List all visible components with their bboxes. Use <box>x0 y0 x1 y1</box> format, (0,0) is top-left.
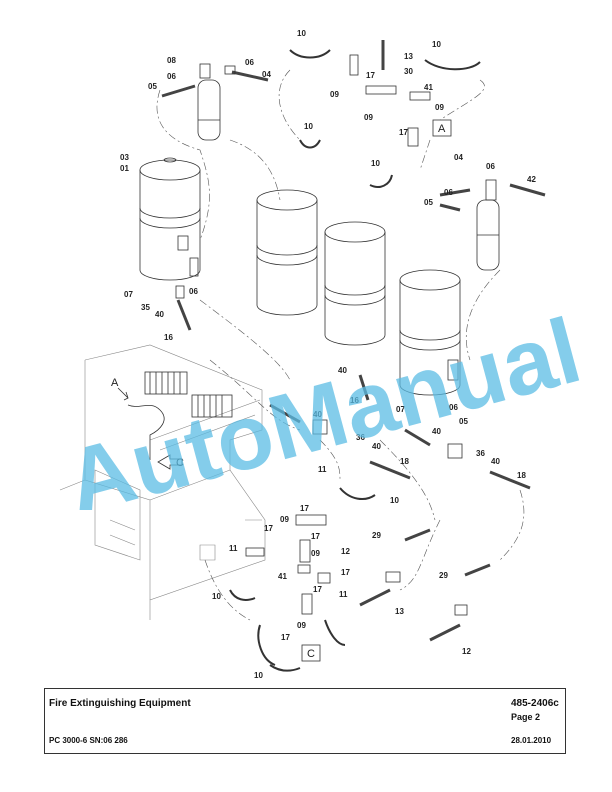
leader-lines <box>156 69 525 621</box>
view-c-pointer <box>157 454 183 470</box>
callout: 17 <box>311 532 320 541</box>
callout: 18 <box>517 471 526 480</box>
hoses <box>161 40 546 672</box>
callout: 10 <box>304 122 313 131</box>
callout: 17 <box>366 71 375 80</box>
callout: 41 <box>424 83 433 92</box>
callout: 07 <box>124 290 133 299</box>
fittings <box>175 54 497 616</box>
callout: 05 <box>459 417 468 426</box>
callout: 17 <box>341 568 350 577</box>
callout: 40 <box>338 366 347 375</box>
page-number: Page 2 <box>511 712 541 722</box>
control-line <box>127 404 165 460</box>
callout: 18 <box>400 457 409 466</box>
callout: 06 <box>245 58 254 67</box>
callout: 40 <box>432 427 441 436</box>
view-c-label: C <box>307 648 315 660</box>
callout: 10 <box>390 496 399 505</box>
callout: 10 <box>212 592 221 601</box>
view-a-label: A <box>438 123 446 135</box>
parts-diagram: 10 13 10 17 30 09 41 09 10 09 17 10 08 0… <box>59 29 546 680</box>
callout: 09 <box>280 515 289 524</box>
callout: 11 <box>339 590 348 599</box>
callout: 10 <box>297 29 306 38</box>
valve-block-right <box>191 394 233 418</box>
callout: 13 <box>404 52 413 61</box>
callout: 40 <box>313 410 322 419</box>
callout: 17 <box>300 504 309 513</box>
model-serial: PC 3000-6 SN:06 286 <box>49 736 128 745</box>
callout: 04 <box>262 70 271 79</box>
callout: 06 <box>449 403 458 412</box>
callout: 12 <box>341 547 350 556</box>
callout: 09 <box>297 621 306 630</box>
machine-outline <box>59 344 266 620</box>
view-a-pointer <box>117 387 129 401</box>
callout: 11 <box>229 544 238 553</box>
callout: 13 <box>395 607 404 616</box>
view-a-box <box>432 119 452 137</box>
callout: 01 <box>120 164 129 173</box>
callout: 05 <box>424 198 433 207</box>
callout: 40 <box>491 457 500 466</box>
callout: 11 <box>318 465 327 474</box>
callout: 06 <box>167 72 176 81</box>
callout: 41 <box>278 572 287 581</box>
callout: 10 <box>254 671 263 680</box>
callout: 06 <box>189 287 198 296</box>
callout: 35 <box>141 303 150 312</box>
callout: 17 <box>399 128 408 137</box>
callout: 40 <box>372 442 381 451</box>
callout: 42 <box>527 175 536 184</box>
document-title: Fire Extinguishing Equipment <box>49 698 191 709</box>
cartridge-2 <box>476 199 500 271</box>
callout: 17 <box>281 633 290 642</box>
callout: 05 <box>148 82 157 91</box>
callout: 09 <box>311 549 320 558</box>
pointer-c-label: C <box>176 457 184 469</box>
callout: 36 <box>356 433 365 442</box>
callout: 06 <box>444 188 453 197</box>
callout: 03 <box>120 153 129 162</box>
callout: 17 <box>313 585 322 594</box>
callout: 30 <box>404 67 413 76</box>
callout: 12 <box>462 647 471 656</box>
view-c-box <box>301 644 321 662</box>
callout: 10 <box>371 159 380 168</box>
callout: 29 <box>439 571 448 580</box>
extinguisher-tank-1 <box>139 157 201 281</box>
callout: 16 <box>350 396 359 405</box>
pointer-a-label: A <box>111 377 119 389</box>
document-date: 28.01.2010 <box>511 736 552 745</box>
callout: 17 <box>264 524 273 533</box>
callout: 06 <box>486 162 495 171</box>
callout: 09 <box>364 113 373 122</box>
callout: 07 <box>396 405 405 414</box>
document-number: 485-2406c <box>511 698 559 709</box>
callout: 16 <box>164 333 173 342</box>
title-block: Fire Extinguishing Equipment 485-2406c P… <box>44 688 566 754</box>
extinguisher-tank-4 <box>399 269 461 396</box>
cartridge-1 <box>197 79 221 141</box>
callout: 09 <box>435 103 444 112</box>
callout: 10 <box>432 40 441 49</box>
callout: 36 <box>476 449 485 458</box>
callouts: 10 13 10 17 30 09 41 09 10 09 17 10 08 0… <box>120 29 536 680</box>
extinguisher-tank-2 <box>256 189 318 316</box>
valve-block-left <box>144 371 188 395</box>
callout: 40 <box>155 310 164 319</box>
callout: 09 <box>330 90 339 99</box>
callout: 08 <box>167 56 176 65</box>
callout: 04 <box>454 153 463 162</box>
callout: 29 <box>372 531 381 540</box>
extinguisher-tank-3 <box>324 221 386 346</box>
